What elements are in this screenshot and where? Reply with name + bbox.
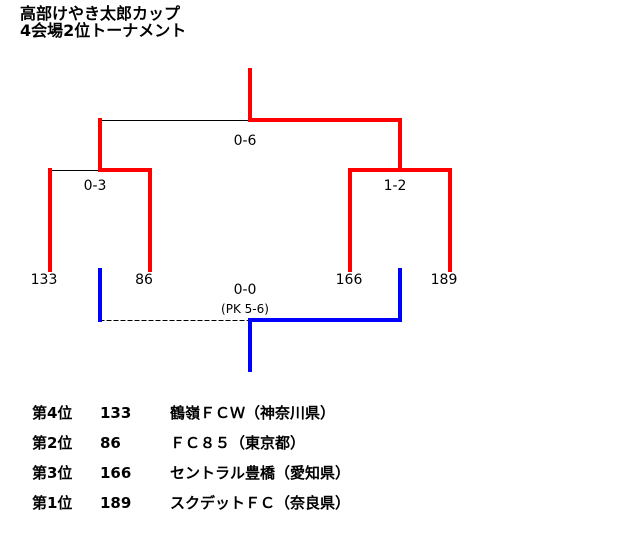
semi-left-score: 0-3 [84, 178, 107, 194]
semi-right-score: 1-2 [384, 178, 407, 194]
result-number: 133 [100, 404, 132, 422]
result-team: セントラル豊橋（愛知県） [170, 464, 351, 482]
team-166: 166 [336, 272, 363, 288]
result-team: スクデットＦＣ（奈良県） [170, 494, 351, 512]
team-189: 189 [431, 272, 458, 288]
result-rank: 第2位 [32, 434, 73, 452]
result-team: ＦＣ８５（東京都） [170, 434, 306, 452]
title-line-2: 4会場2位トーナメント [20, 21, 187, 40]
final-score: 0-6 [234, 133, 257, 149]
title-line-1: 高部けやき太郎カップ [20, 4, 181, 23]
result-rank: 第1位 [32, 494, 73, 512]
winner-path [48, 68, 452, 272]
third-place-score: 0-0 [234, 282, 257, 298]
result-number: 86 [100, 434, 121, 452]
result-number: 166 [100, 464, 132, 482]
tournament-bracket: 0-6 0-3 1-2 133 86 166 189 0-0 (PK 5-6) [31, 68, 458, 372]
third-place-pk: (PK 5-6) [221, 302, 269, 316]
team-133: 133 [31, 272, 58, 288]
result-team: 鶴嶺ＦＣＷ（神奈川県） [170, 404, 336, 422]
third-place-path [98, 268, 402, 372]
result-rank: 第4位 [32, 404, 73, 422]
result-number: 189 [100, 494, 132, 512]
result-rank: 第3位 [32, 464, 73, 482]
team-86: 86 [135, 272, 153, 288]
bracket-line-black [49, 120, 401, 171]
